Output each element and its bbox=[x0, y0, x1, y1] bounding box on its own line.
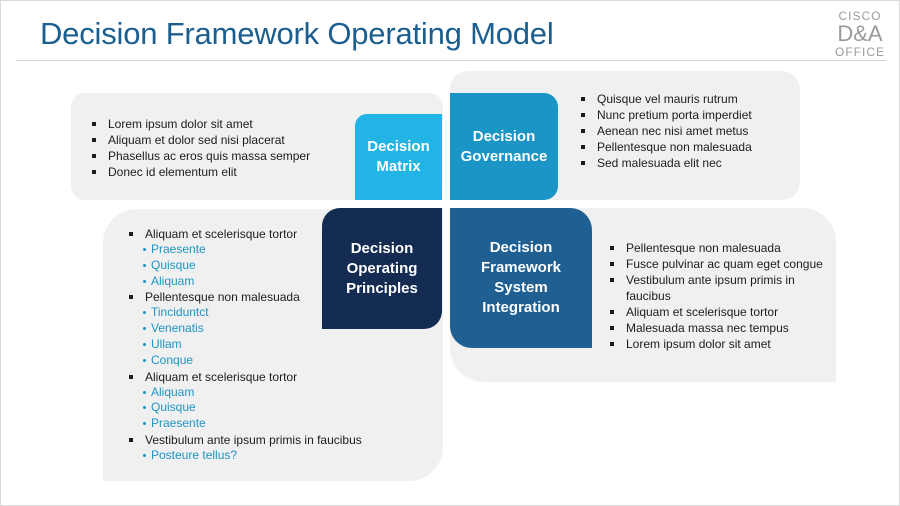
list-item: Aenean nec nisi amet metus bbox=[579, 123, 789, 139]
list-item-text: Aliquam et scelerisque tortor bbox=[145, 369, 298, 384]
list-item: Pellentesque non malesuada bbox=[579, 139, 789, 155]
tile-label-line: Matrix bbox=[376, 158, 421, 175]
sub-list-item: Quisque bbox=[143, 400, 427, 416]
tile-label-line: Operating bbox=[346, 259, 418, 277]
tile-label-line: Decision bbox=[489, 239, 553, 256]
tile-label-line: Framework bbox=[480, 259, 562, 276]
list-item: Quisque vel mauris rutrum bbox=[579, 91, 789, 107]
tile-label-line: Decision bbox=[350, 239, 414, 257]
sub-list-item: Ullam bbox=[143, 337, 427, 353]
tile-label-line: System bbox=[494, 279, 548, 296]
tile-label-line: Governance bbox=[460, 147, 548, 165]
list-item: Malesuada massa nec tempus bbox=[608, 320, 830, 336]
logo-line-2: D&A bbox=[837, 21, 883, 46]
list-item: Vestibulum ante ipsum primis in faucibus bbox=[608, 272, 830, 304]
sub-list: Posteure tellus? bbox=[143, 448, 427, 464]
logo-line-1: CISCO bbox=[838, 9, 882, 23]
page-title: Decision Framework Operating Model bbox=[40, 16, 554, 51]
sub-list-item: Praesente bbox=[143, 416, 427, 432]
list-item: Fusce pulvinar ac quam eget congue bbox=[608, 256, 830, 272]
list-item: Sed malesuada elit nec bbox=[579, 155, 789, 171]
logo-line-3: OFFICE bbox=[835, 45, 885, 59]
list-item: Lorem ipsum dolor sit amet bbox=[90, 116, 430, 132]
list-item-text: Aliquam et scelerisque tortor bbox=[145, 227, 298, 241]
list-item-text: Vestibulum ante ipsum primis in faucibus bbox=[145, 432, 362, 447]
title-divider bbox=[16, 60, 886, 61]
tile-label-line: Integration bbox=[482, 299, 560, 316]
tile-label-line: Decision bbox=[367, 138, 430, 155]
sub-list-item: Posteure tellus? bbox=[143, 448, 427, 464]
sub-list-item: Aliquam bbox=[143, 274, 427, 290]
list-item: Vestibulum ante ipsum primis in faucibus… bbox=[127, 432, 427, 464]
sub-list-item: Aliquam bbox=[143, 385, 427, 401]
list-item: Aliquam et scelerisque tortor bbox=[608, 304, 830, 320]
tile-label-line: Principles bbox=[346, 279, 418, 297]
sub-list-item: Praesente bbox=[143, 242, 427, 258]
sub-list-item: Conque bbox=[143, 353, 427, 369]
cisco-da-office-logo: CISCO D&A OFFICE bbox=[832, 10, 888, 58]
list-item: Nunc pretium porta imperdiet bbox=[579, 107, 789, 123]
list-item: Phasellus ac eros quis massa semper bbox=[90, 148, 430, 164]
sub-list-item: Quisque bbox=[143, 258, 427, 274]
list-item: Donec id elementum elit bbox=[90, 164, 430, 180]
sub-list-item: Tinciduntct bbox=[143, 305, 427, 321]
sub-list-item: Venenatis bbox=[143, 321, 427, 337]
list-item: Pellentesque non malesuada bbox=[608, 240, 830, 256]
list-item: Lorem ipsum dolor sit amet bbox=[608, 336, 830, 352]
list-item-text: Pellentesque non malesuada bbox=[145, 290, 300, 305]
tile-label-line: Decision bbox=[472, 127, 536, 145]
list-item: Aliquam et dolor sed nisi placerat bbox=[90, 132, 430, 148]
